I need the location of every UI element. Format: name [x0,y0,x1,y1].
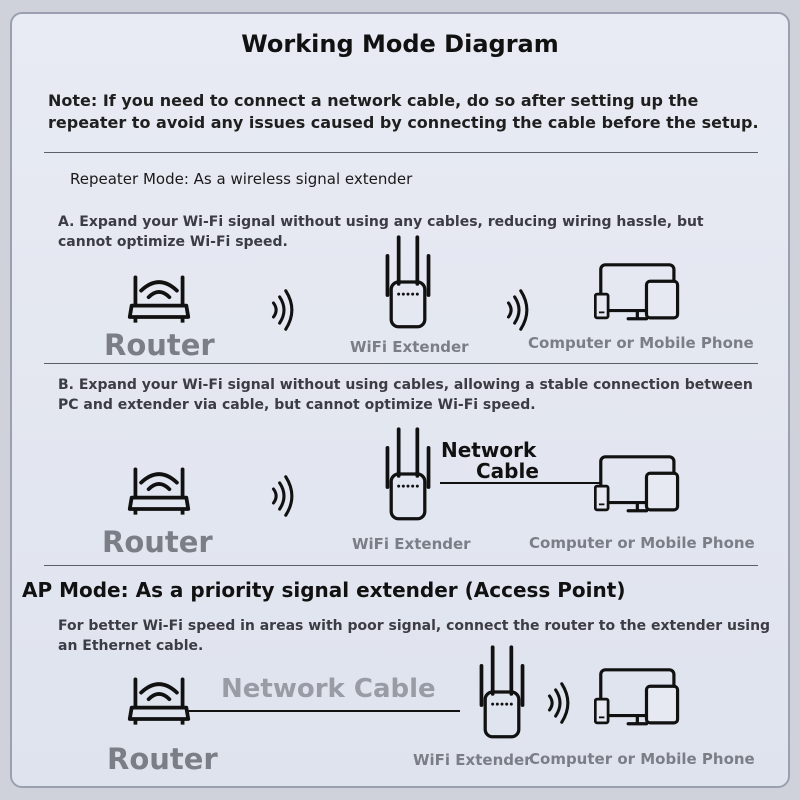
divider-b-ap [44,565,758,566]
network-cable-line [440,482,602,484]
page-title: Working Mode Diagram [241,30,559,58]
computer-phone-icon [594,263,680,321]
wifi-extender-icon [380,230,436,334]
repeater-mode-heading: Repeater Mode: As a wireless signal exte… [70,170,413,188]
divider-top [44,152,758,153]
computer-phone-icon [594,668,680,726]
computer-phone-icon [594,455,680,513]
router-label: Router [107,742,218,776]
ap-description: For better Wi-Fi speed in areas with poo… [58,618,771,654]
router-label: Router [102,525,213,559]
ap-mode-heading: AP Mode: As a priority signal extender (… [22,578,626,602]
network-cable-line [186,710,460,712]
network-cable-label-line1: Network [441,438,537,462]
divider-a-b [44,363,758,364]
wifi-extender-icon [380,422,436,526]
wifi-signal-icon [506,289,529,331]
wifi-signal-icon [271,475,294,517]
devices-label: Computer or Mobile Phone [529,750,755,768]
router-icon [127,275,191,325]
setup-note: Note: If you need to connect a network c… [48,91,759,132]
devices-label: Computer or Mobile Phone [528,334,754,352]
devices-label: Computer or Mobile Phone [529,534,755,552]
wifi-extender-icon [474,640,530,744]
wifi-signal-icon [547,682,570,724]
router-label: Router [104,328,215,362]
extender-label: WiFi Extender [352,535,471,553]
extender-label: WiFi Extender [350,338,469,356]
wifi-signal-icon [271,289,294,331]
extender-label: WiFi Extender [413,751,532,769]
router-icon [127,467,191,517]
repeater-a-description: A. Expand your Wi-Fi signal without usin… [58,214,704,250]
network-cable-label-line2: Cable [476,459,539,483]
network-cable-label: Network Cable [221,674,436,704]
diagram-card [10,12,790,788]
repeater-b-description: B. Expand your Wi-Fi signal without usin… [58,377,753,413]
router-icon [127,677,191,727]
